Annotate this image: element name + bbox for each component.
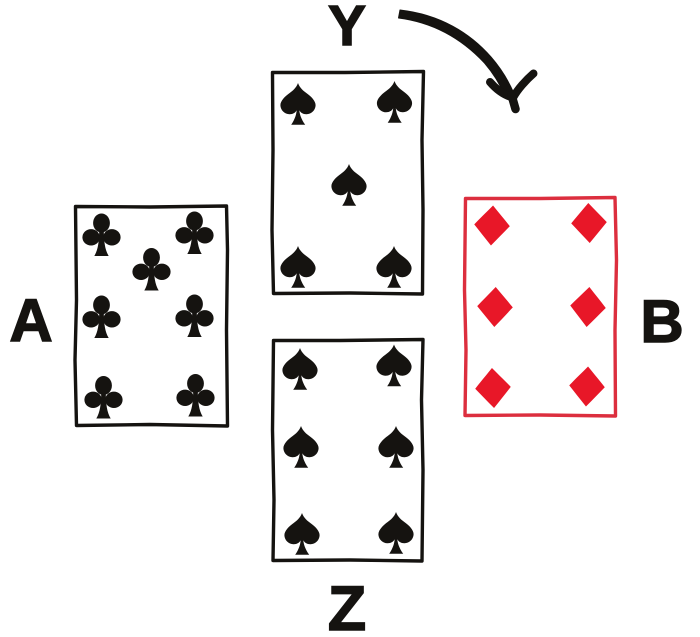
- svg-text:A: A: [9, 287, 52, 354]
- svg-text:Y: Y: [328, 0, 366, 58]
- svg-text:B: B: [640, 288, 683, 355]
- svg-text:Z: Z: [328, 574, 366, 637]
